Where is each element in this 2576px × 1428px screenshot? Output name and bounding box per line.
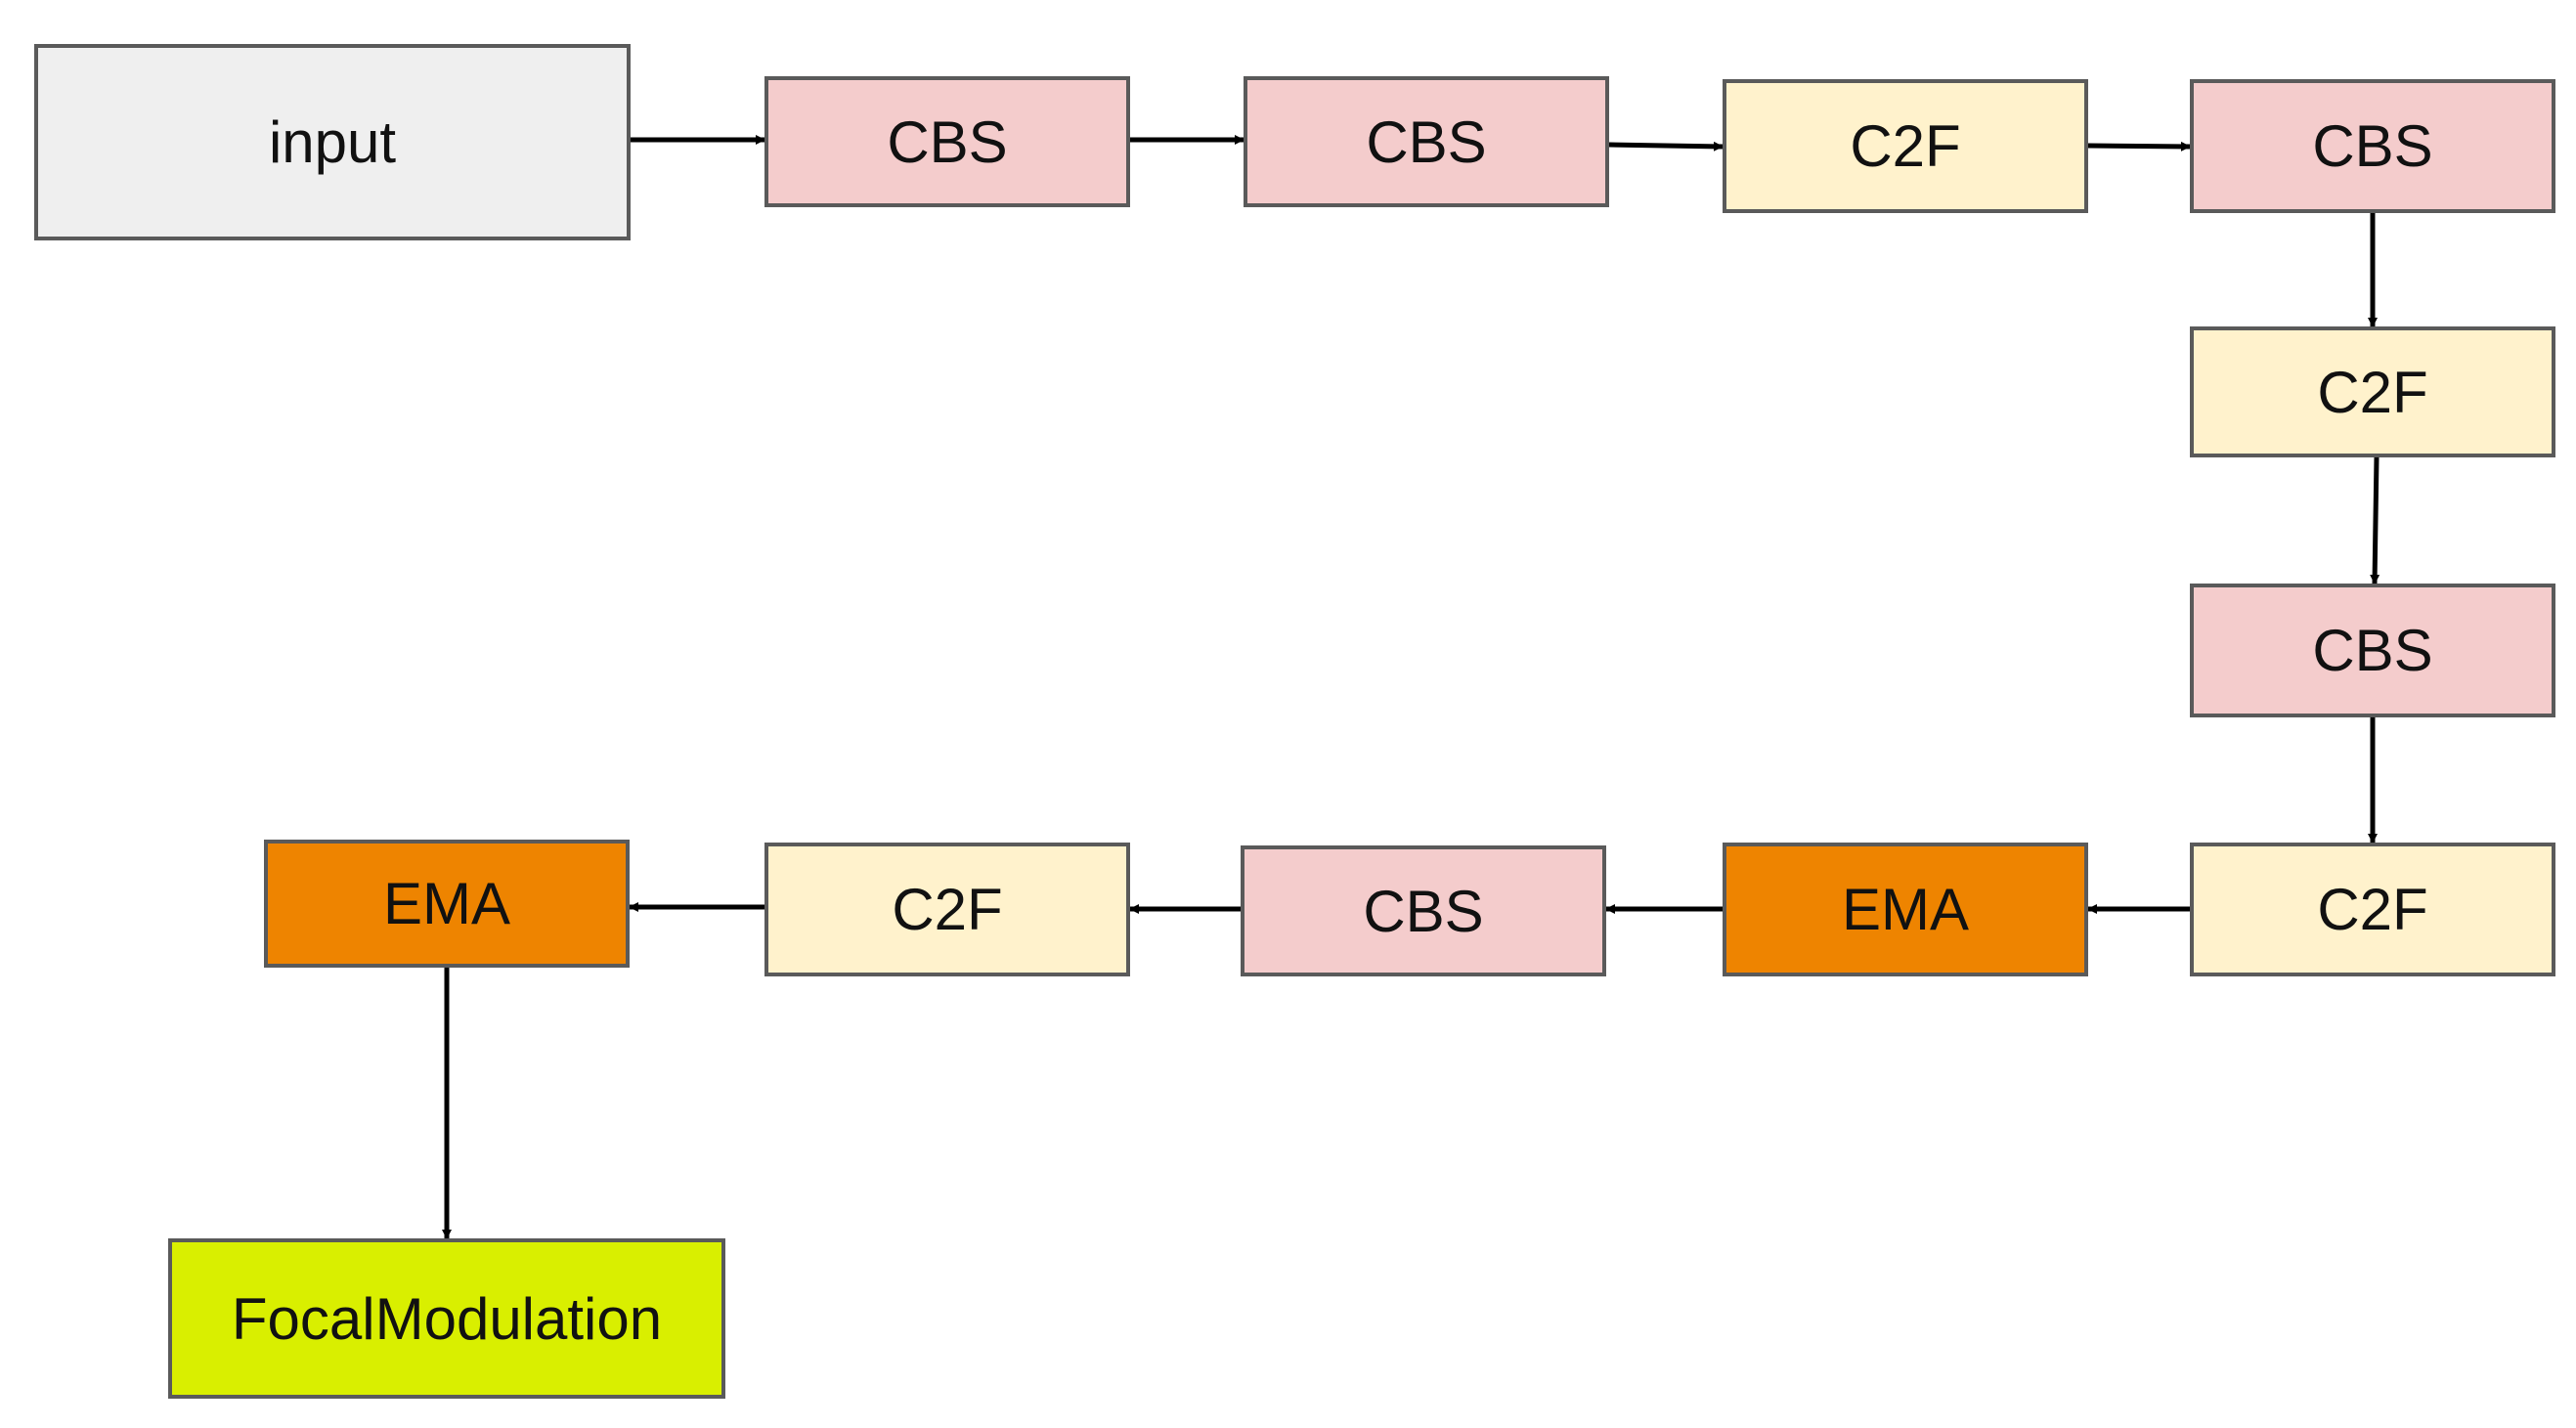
- node-cbs-3-label: CBS: [2312, 113, 2433, 179]
- node-cbs-5: CBS: [1241, 845, 1606, 976]
- node-cbs-2-label: CBS: [1366, 108, 1487, 175]
- node-cbs-1-label: CBS: [887, 108, 1008, 175]
- node-ema-2-label: EMA: [382, 871, 511, 936]
- arrow-cbs-2-to-c2f-1: [1608, 141, 1724, 151]
- node-input: input: [34, 44, 631, 240]
- node-cbs-3: CBS: [2190, 79, 2555, 213]
- node-cbs-4-label: CBS: [2312, 618, 2433, 683]
- node-ema-1: EMA: [1723, 843, 2088, 976]
- node-c2f-4: C2F: [764, 843, 1130, 976]
- node-ema-1-label: EMA: [1841, 877, 1970, 942]
- node-c2f-1: C2F: [1723, 79, 2088, 213]
- node-c2f-3-label: C2F: [2317, 877, 2428, 942]
- node-c2f-2-label: C2F: [2317, 359, 2428, 425]
- arrow-c2f-1-to-cbs-3: [2087, 141, 2191, 151]
- node-cbs-5-label: CBS: [1363, 878, 1484, 944]
- node-cbs-2: CBS: [1244, 76, 1609, 207]
- node-cbs-1: CBS: [764, 76, 1130, 207]
- node-c2f-1-label: C2F: [1850, 113, 1961, 179]
- node-c2f-4-label: C2F: [892, 877, 1003, 942]
- node-focal-modulation-label: FocalModulation: [231, 1285, 663, 1352]
- arrow-c2f-2-to-cbs-4: [2370, 456, 2380, 584]
- node-c2f-3: C2F: [2190, 843, 2555, 976]
- node-focal-modulation: FocalModulation: [168, 1238, 725, 1399]
- node-input-label: input: [268, 109, 397, 175]
- node-ema-2: EMA: [264, 840, 630, 968]
- node-c2f-2: C2F: [2190, 326, 2555, 457]
- node-cbs-4: CBS: [2190, 584, 2555, 717]
